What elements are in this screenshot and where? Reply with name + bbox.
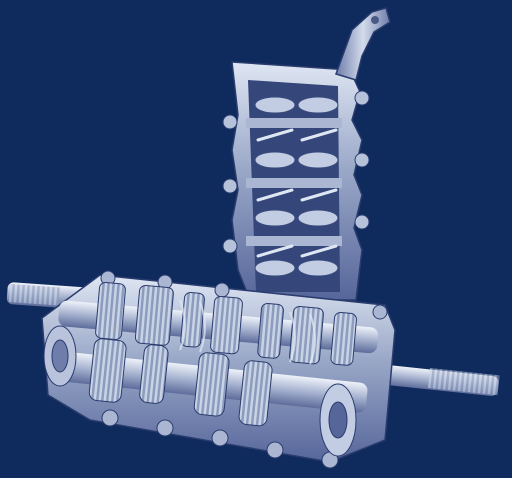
upright-housing <box>222 7 391 301</box>
horizontal-housing <box>6 270 500 469</box>
